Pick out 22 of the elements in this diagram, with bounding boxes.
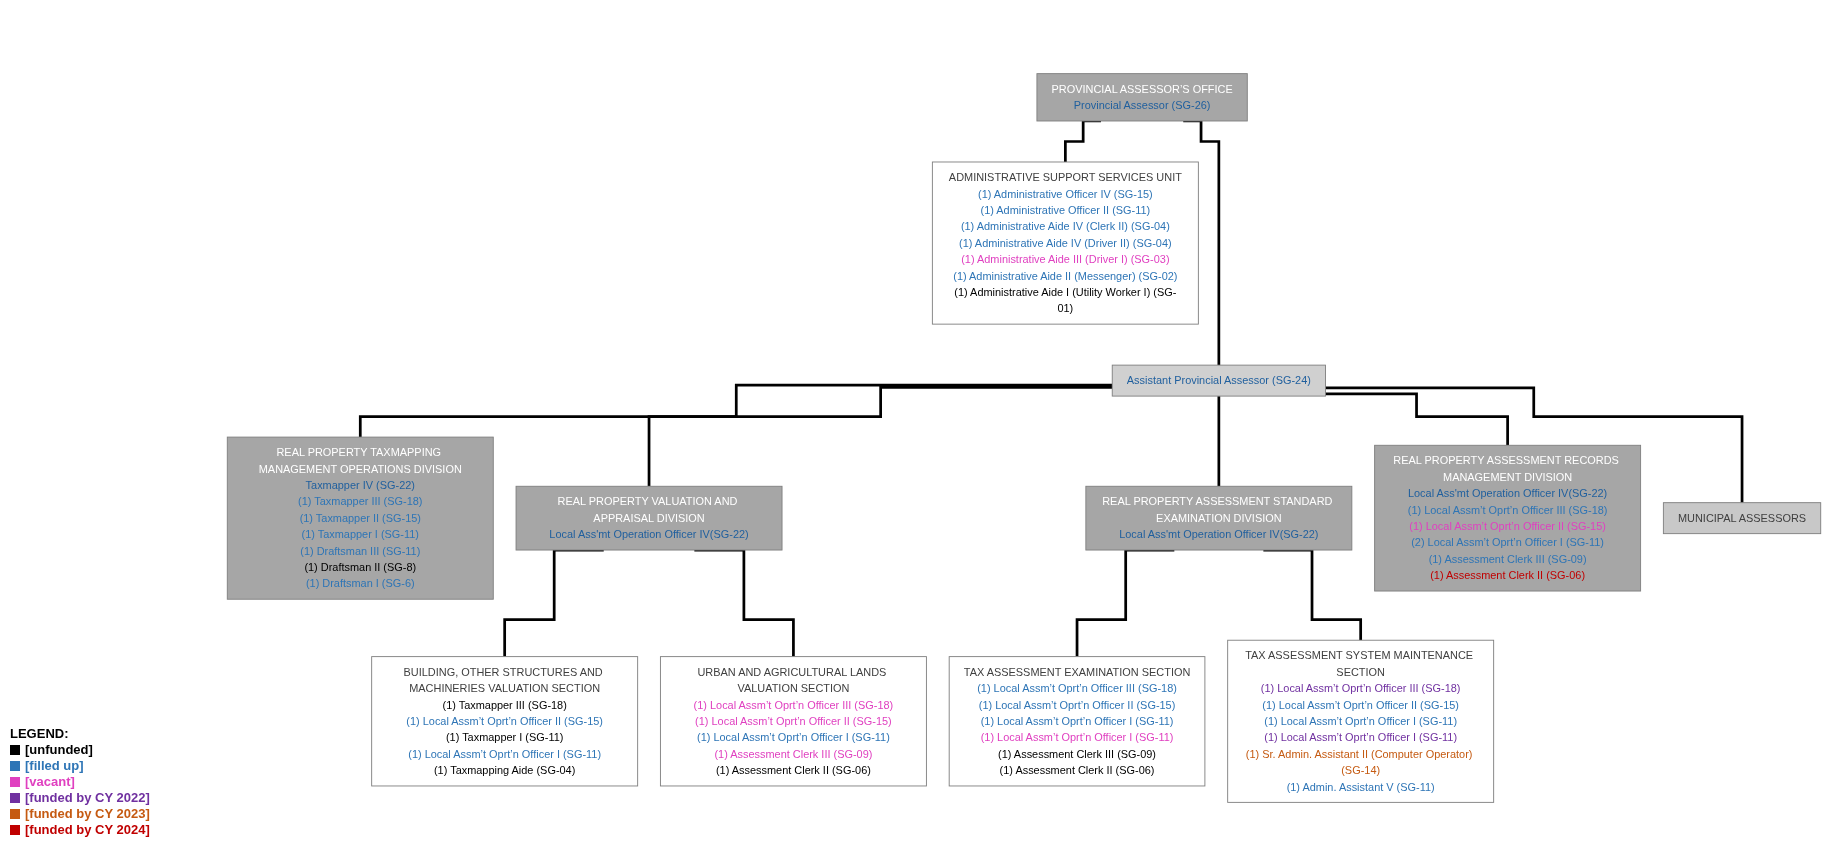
connector xyxy=(647,385,1113,488)
node-box: MUNICIPAL ASSESSORS xyxy=(1662,502,1822,535)
connector xyxy=(1325,392,1509,447)
node-box: URBAN AND AGRICULTURAL LANDS VALUATION SECTION (1) Local Assm’t Oprt’n Officer III (SG-18) (1) Local Assm’t Oprt’n Officer II (SG-15) (1) Local Assm’t Oprt’n Officer I (SG-11) (1) Assessment Clerk III (SG-09) (1) Assessment Clerk II (SG-06) xyxy=(659,656,927,787)
legend-text: [vacant] xyxy=(25,774,75,789)
node-box: REAL PROPERTY TAXMAPPING MANAGEMENT OPERATIONS DIVISION Taxmapper IV (SG-22) (1) Taxmapper III (SG-18) (1) Taxmapper II (SG-15) (1) Taxmapper I (SG-11) (1) Draftsman III (SG-11) (1) Draftsman II (SG-8) (1) Draftsman I (SG-6) xyxy=(226,436,494,600)
legend-text: [funded by CY 2023] xyxy=(25,806,150,821)
legend-text: [funded by CY 2022] xyxy=(25,790,150,805)
connector xyxy=(358,383,1113,439)
node-box: PROVINCIAL ASSESSOR’S OFFICE Provincial Assessor (SG-26) xyxy=(1036,73,1248,122)
legend-heading: LEGEND: xyxy=(10,726,70,741)
node-box: REAL PROPERTY ASSESSMENT RECORDS MANAGEMENT DIVISION Local Ass'mt Operation Officer IV(SG-22) (1) Local Assm’t Oprt’n Officer III (SG-18) (1) Local Assm’t Oprt’n Officer II (SG-15) (2) Local Assm’t Oprt’n Officer I (SG-11) (1) Assessment Clerk III (SG-09) (1) Assessment Clerk II (SG-06) xyxy=(1374,444,1642,592)
legend-text: [filled up] xyxy=(25,758,84,773)
node-box: Assistant Provincial Assessor (SG-24) xyxy=(1111,364,1326,397)
legend-text: [funded by CY 2024] xyxy=(25,822,150,837)
node-box: REAL PROPERTY VALUATION AND APPRAISAL DIVISION Local Ass'mt Operation Officer IV(SG-22) xyxy=(515,485,783,551)
node-box: BUILDING, OTHER STRUCTURES AND MACHINERIES VALUATION SECTION (1) Taxmapper III (SG-18) (1) Local Assm’t Oprt’n Officer II (SG-15) (1) Taxmapper I (SG-11) (1) Local Assm’t Oprt’n Officer I (SG-11) (1) Taxmapping Aide (SG-04) xyxy=(371,656,639,787)
node-box: REAL PROPERTY ASSESSMENT STANDARD EXAMINATION DIVISION Local Ass'mt Operation Officer IV(SG-22) xyxy=(1085,485,1353,551)
legend-text: [unfunded] xyxy=(25,742,93,757)
node-box: ADMINISTRATIVE SUPPORT SERVICES UNIT (1) Administrative Officer IV (SG-15) (1) Administrative Officer II (SG-11) (1) Administrative Aide IV (Clerk II) (SG-04) (1) Administrative Aide IV (Driver II) (SG-04) (1) Administrative Aide III (Driver I) (SG-03) (1) Administrative Aide II (Messenger) (SG-02) (1) Administrative Aide I (Utility Worker I) (SG-01) xyxy=(931,161,1199,325)
node-box: TAX ASSESSMENT SYSTEM MAINTENANCE SECTION (1) Local Assm’t Oprt’n Officer III (SG-18) (1) Local Assm’t Oprt’n Officer II (SG-15) (1) Local Assm’t Oprt’n Officer I (SG-11) (1) Local Assm’t Oprt’n Officer I (SG-11) (1) Sr. Admin. Assistant II (Computer Operator) (SG-14) (1) Admin. Assistant V (SG-11) xyxy=(1227,639,1495,803)
node-box: TAX ASSESSMENT EXAMINATION SECTION (1) Local Assm’t Oprt’n Officer III (SG-18) (1) Local Assm’t Oprt’n Officer II (SG-15) (1) Local Assm’t Oprt’n Officer I (SG-11) (1) Local Assm’t Oprt’n Officer I (SG-11) (1) Assessment Clerk III (SG-09) (1) Assessment Clerk II (SG-06) xyxy=(948,656,1206,787)
